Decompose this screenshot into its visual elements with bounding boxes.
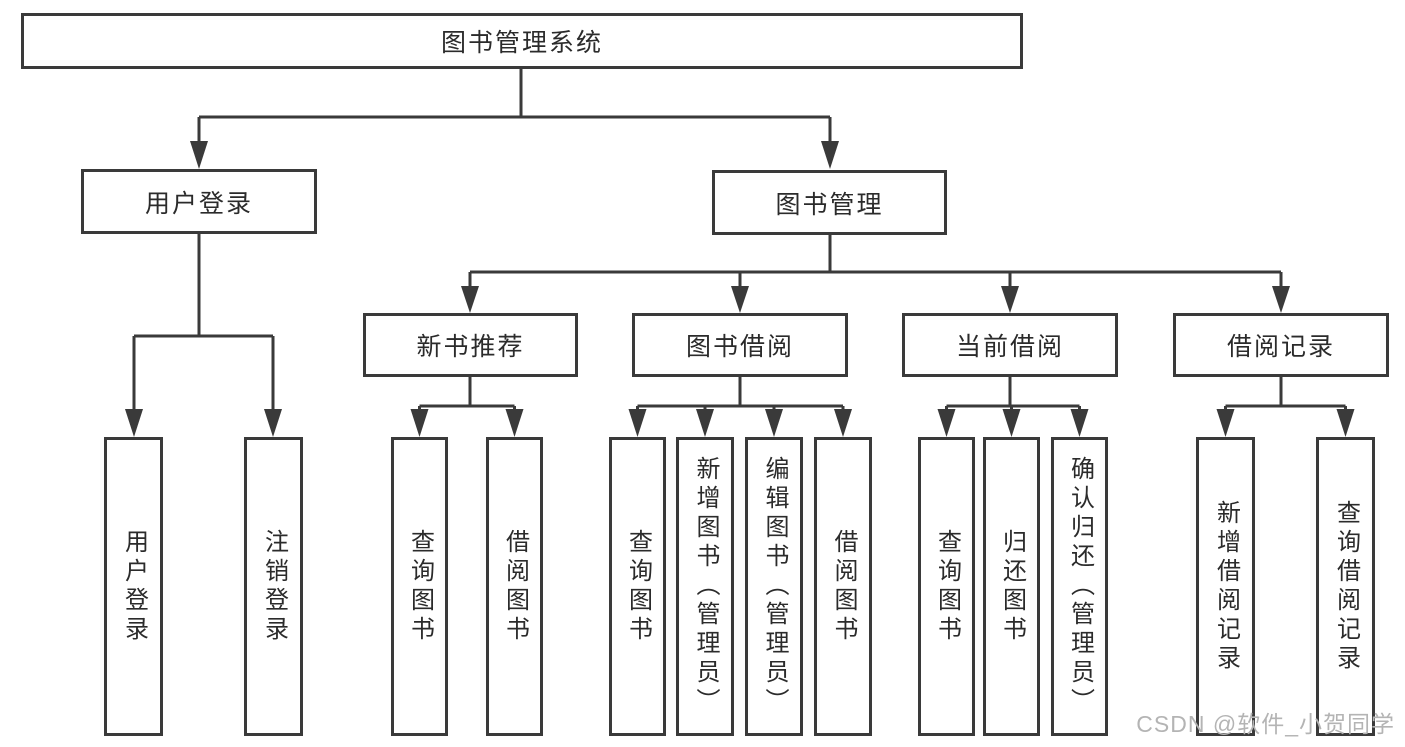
node-label: 归还图书	[998, 528, 1026, 645]
node-label: 借阅图书	[830, 528, 857, 645]
node-label: 查询图书	[624, 528, 652, 645]
node-book-management: 图书管理	[712, 170, 947, 235]
csdn-watermark: CSDN @软件_小贺同学	[1136, 711, 1395, 737]
leaf-query-books: 查询图书	[391, 437, 448, 736]
node-label: 注销登录	[260, 528, 288, 645]
node-label: 借阅图书	[501, 528, 529, 645]
node-label: 借阅记录	[1226, 333, 1335, 361]
leaf-add-borrow-record: 新增借阅记录	[1196, 437, 1255, 736]
node-label: 图书管理系统	[440, 29, 603, 57]
node-label: 编辑图书（管理员）	[761, 456, 788, 717]
node-borrowing-records: 借阅记录	[1173, 313, 1389, 377]
node-book-borrowing: 图书借阅	[632, 313, 848, 377]
leaf-query-books: 查询图书	[918, 437, 975, 736]
node-user-login: 用户登录	[81, 169, 317, 234]
leaf-return-books: 归还图书	[983, 437, 1040, 736]
node-label: 当前借阅	[955, 333, 1064, 361]
leaf-confirm-return-admin: 确认归还（管理员）	[1051, 437, 1108, 736]
node-library-management-system: 图书管理系统	[21, 13, 1023, 69]
node-label: 用户登录	[144, 189, 253, 218]
node-label: 图书管理	[775, 190, 884, 219]
node-new-book-recommendation: 新书推荐	[363, 313, 578, 377]
node-label: 查询图书	[406, 528, 434, 645]
node-label: 新增借阅记录	[1212, 499, 1240, 674]
node-label: 新增图书（管理员）	[692, 456, 719, 717]
node-current-borrowing: 当前借阅	[902, 313, 1118, 377]
node-label: 用户登录	[120, 528, 148, 645]
node-label: 确认归还（管理员）	[1066, 456, 1094, 717]
leaf-user-login: 用户登录	[104, 437, 163, 736]
node-label: 图书借阅	[685, 333, 794, 361]
leaf-logout: 注销登录	[244, 437, 303, 736]
leaf-borrow-books: 借阅图书	[814, 437, 872, 736]
leaf-add-books-admin: 新增图书（管理员）	[676, 437, 734, 736]
leaf-query-books: 查询图书	[609, 437, 666, 736]
node-label: 查询图书	[933, 528, 961, 645]
node-label: 查询借阅记录	[1332, 499, 1360, 674]
leaf-borrow-books: 借阅图书	[486, 437, 543, 736]
leaf-query-borrow-record: 查询借阅记录	[1316, 437, 1375, 736]
leaf-edit-books-admin: 编辑图书（管理员）	[745, 437, 803, 736]
node-label: 新书推荐	[416, 333, 525, 361]
